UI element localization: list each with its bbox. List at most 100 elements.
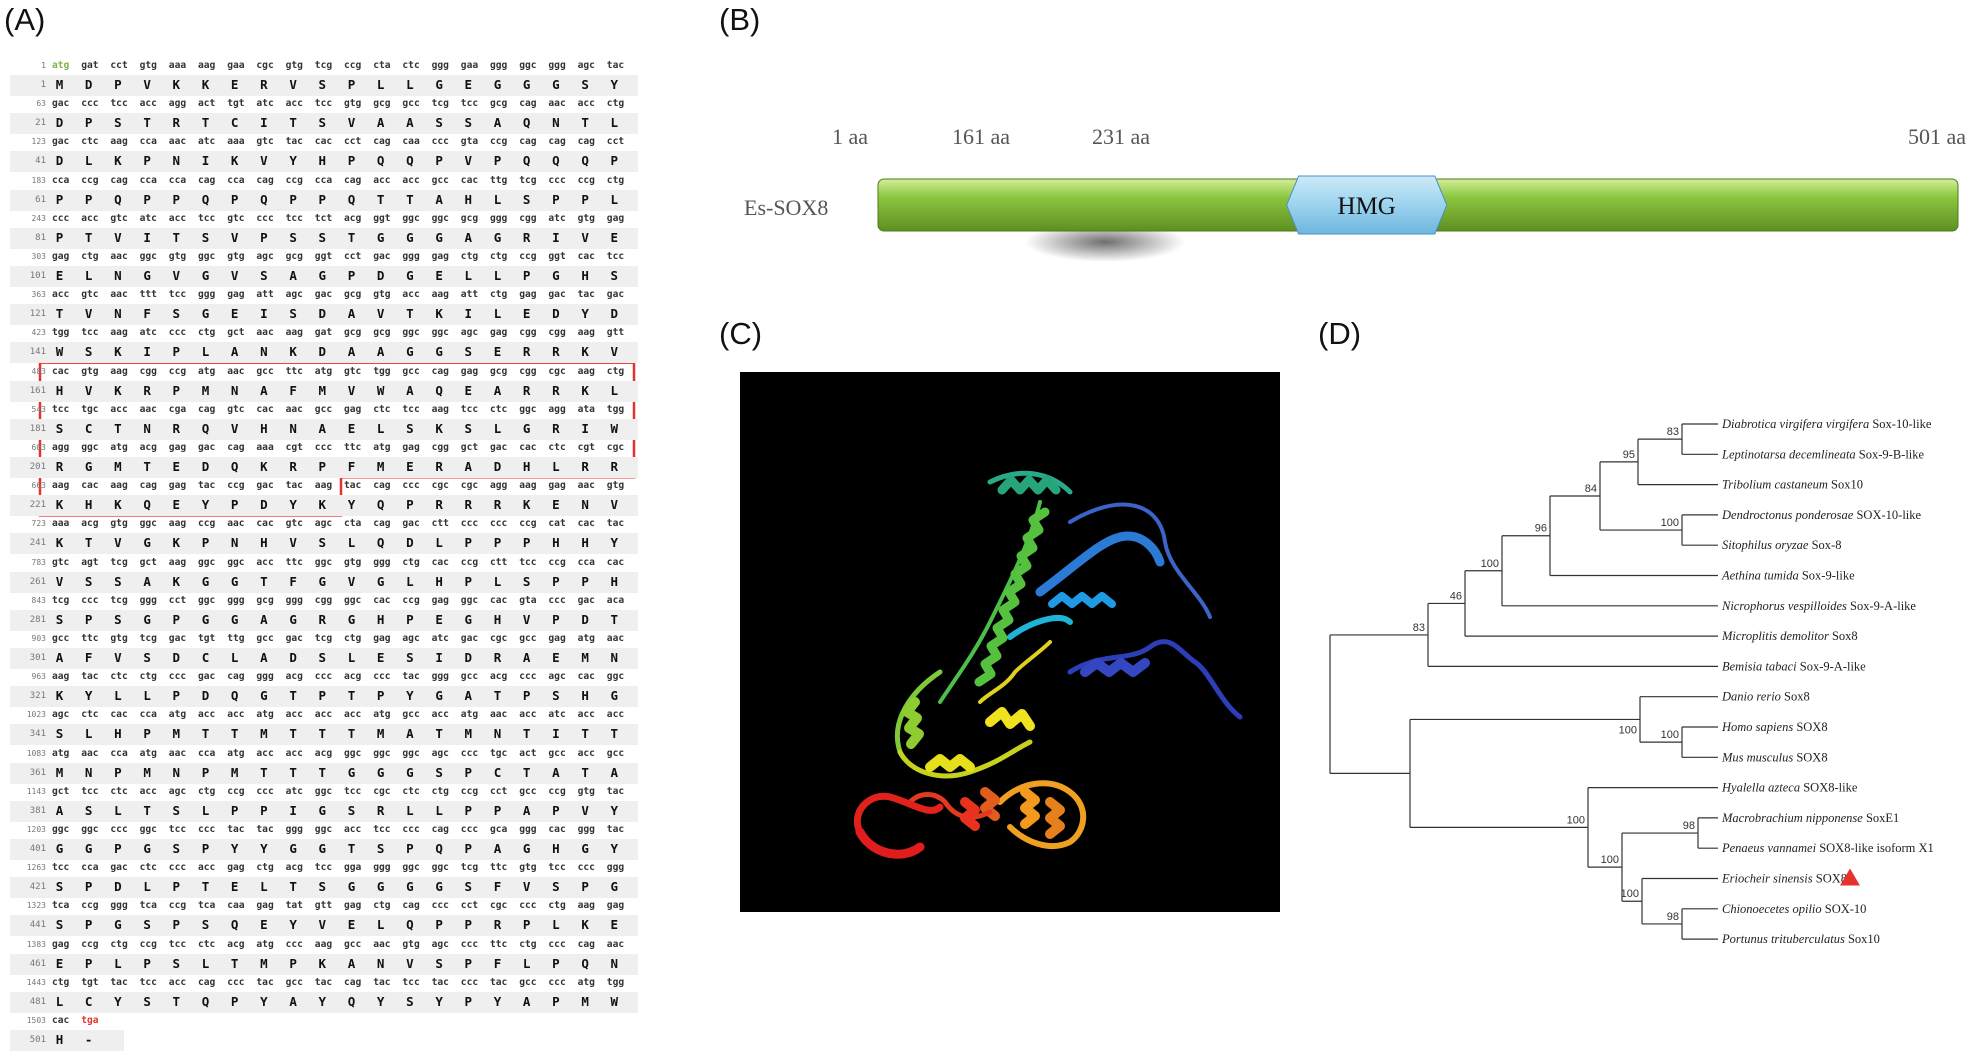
residue: S bbox=[201, 917, 210, 933]
codon: cac bbox=[431, 556, 449, 568]
residue: A bbox=[289, 993, 297, 1009]
residue: S bbox=[376, 841, 385, 856]
residue: Q bbox=[260, 191, 268, 207]
tree-taxon: Mus musculus SOX8 bbox=[1721, 750, 1828, 764]
residue: M bbox=[318, 382, 327, 398]
codon: cag bbox=[402, 900, 420, 912]
codon: aac bbox=[606, 633, 625, 644]
codon: gag bbox=[402, 442, 420, 453]
residue: Y bbox=[201, 497, 210, 513]
residue: P bbox=[406, 611, 414, 627]
codon: aac bbox=[373, 938, 391, 950]
residue: Q bbox=[522, 153, 531, 169]
residue: P bbox=[552, 993, 560, 1009]
codon: tgc bbox=[490, 747, 508, 759]
codon: ggc bbox=[198, 594, 216, 606]
codon: aac bbox=[168, 136, 187, 148]
codon: ccg bbox=[344, 60, 362, 71]
codon: acc bbox=[285, 98, 303, 110]
residue: H bbox=[435, 573, 443, 589]
codon: ctt bbox=[431, 518, 449, 530]
residue: P bbox=[464, 535, 473, 551]
codon: cac bbox=[519, 442, 537, 453]
residue: A bbox=[406, 115, 414, 131]
residue: P bbox=[581, 191, 589, 207]
residue: N bbox=[230, 535, 239, 551]
codon: ccg bbox=[402, 594, 420, 606]
residue: T bbox=[201, 879, 210, 895]
residue: P bbox=[522, 268, 531, 283]
codon: cca bbox=[110, 747, 128, 759]
residue: A bbox=[260, 650, 268, 665]
residue: N bbox=[610, 650, 619, 665]
residue: T bbox=[143, 115, 151, 131]
residue: P bbox=[493, 535, 502, 551]
residue: R bbox=[435, 497, 443, 513]
codon: atg bbox=[168, 709, 187, 721]
codon: ttg bbox=[227, 633, 245, 644]
codon: tcc bbox=[198, 212, 216, 224]
residue: P bbox=[435, 153, 443, 169]
residue: P bbox=[522, 688, 531, 704]
codon: cag bbox=[198, 976, 216, 988]
codon: cag bbox=[373, 480, 391, 492]
residue: P bbox=[172, 382, 181, 398]
codon: ctc bbox=[402, 785, 420, 797]
codon: gcc bbox=[344, 938, 362, 950]
residue: I bbox=[464, 306, 473, 322]
codon: ccg bbox=[490, 136, 508, 148]
codon: tcc bbox=[519, 556, 537, 568]
amino-acid-position: 141 bbox=[29, 347, 46, 358]
residue: L bbox=[522, 955, 531, 971]
residue: M bbox=[172, 726, 181, 742]
residue: P bbox=[464, 841, 473, 856]
amino-acid-position: 361 bbox=[29, 767, 46, 778]
codon: aaa bbox=[227, 136, 245, 148]
codon: cag bbox=[431, 365, 449, 377]
codon: aac bbox=[285, 403, 303, 415]
residue: R bbox=[143, 382, 151, 398]
codon: gcc bbox=[606, 747, 625, 759]
codon: cag bbox=[139, 480, 157, 492]
residue: V bbox=[260, 153, 268, 169]
residue: P bbox=[552, 573, 560, 589]
nucleotide-position: 1383 bbox=[26, 939, 46, 949]
residue: N bbox=[84, 764, 93, 780]
residue: F bbox=[493, 955, 502, 971]
tree-taxon: Tribolium castaneum Sox10 bbox=[1722, 478, 1863, 492]
codon: gcc bbox=[52, 633, 70, 644]
amino-acid-position: 81 bbox=[35, 232, 46, 243]
residue: I bbox=[552, 229, 560, 245]
residue: V bbox=[347, 382, 356, 398]
residue: G bbox=[318, 573, 327, 589]
amino-acid-position: 461 bbox=[29, 958, 46, 969]
codon: aac bbox=[606, 938, 625, 950]
residue: G bbox=[114, 917, 122, 933]
codon: ggg bbox=[548, 60, 566, 71]
residue: L bbox=[610, 191, 619, 207]
codon: cct bbox=[606, 136, 625, 148]
codon: ctc bbox=[81, 136, 99, 148]
codon: ggc bbox=[139, 518, 157, 530]
residue: Y bbox=[260, 993, 268, 1009]
residue: V bbox=[376, 306, 385, 322]
residue: A bbox=[289, 268, 297, 283]
codon: gcc bbox=[285, 976, 303, 988]
residue: S bbox=[84, 344, 93, 360]
codon: tcc bbox=[314, 862, 333, 874]
residue: E bbox=[347, 917, 356, 933]
codon: gag bbox=[168, 442, 187, 453]
codon: ccc bbox=[256, 212, 274, 224]
codon: cag bbox=[577, 938, 595, 950]
codon: gac bbox=[168, 633, 187, 644]
residue: I bbox=[201, 153, 210, 169]
codon: ccc bbox=[373, 671, 391, 683]
residue: P bbox=[552, 191, 560, 207]
codon: atg bbox=[256, 938, 274, 950]
codon: atg bbox=[139, 747, 157, 759]
